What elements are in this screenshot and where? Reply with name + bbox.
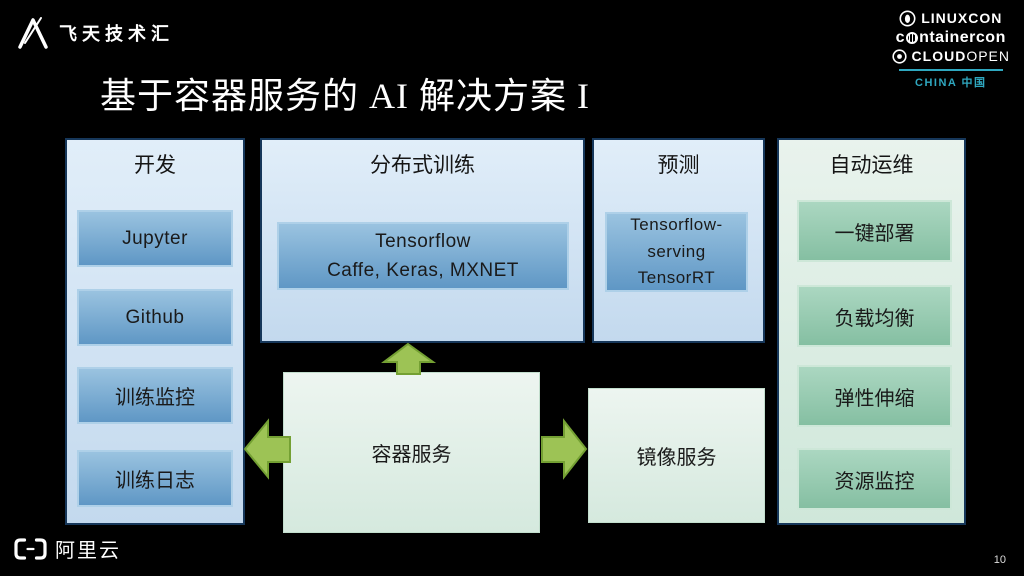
- cloudopen-bold: CLOUD: [911, 47, 967, 64]
- box-github: Github: [77, 289, 233, 346]
- panel-dev-header: 开发: [134, 153, 176, 177]
- panel-distributed-training-header: 分布式训练: [370, 153, 475, 177]
- box-registry-service: 镜像服务: [588, 388, 765, 523]
- container-icon: [906, 31, 919, 44]
- containercon-row: c ntainercon: [896, 28, 1006, 48]
- panel-predict-header: 预测: [657, 153, 700, 177]
- box-training-logs: 训练日志: [77, 450, 233, 507]
- linuxcon-label: LINUXCON: [921, 10, 1003, 26]
- cloudopen-row: CLOUDOPEN: [891, 48, 1010, 66]
- arrow-up-icon: [381, 342, 437, 375]
- cloudopen-light: OPEN: [966, 47, 1010, 64]
- box-serving: Tensorflow- serving TensorRT: [605, 212, 748, 292]
- box-load-balancing: 负载均衡: [797, 285, 952, 347]
- feitian-logo-icon: [18, 17, 48, 49]
- feitian-brand: 飞天技术汇: [16, 16, 174, 50]
- frameworks-line1: Tensorflow: [375, 230, 471, 252]
- cloudopen-label: CLOUDOPEN: [912, 48, 1010, 66]
- gear-icon: [891, 49, 907, 64]
- serving-line1: Tensorflow-: [630, 215, 723, 235]
- box-training-monitor: 训练监控: [77, 367, 233, 424]
- page-title: 基于容器服务的 AI 解决方案 I: [100, 76, 590, 116]
- box-one-click-deploy: 一键部署: [797, 200, 952, 262]
- event-divider: [898, 69, 1003, 71]
- box-container-service: 容器服务: [283, 372, 540, 533]
- serving-line3: TensorRT: [637, 268, 716, 288]
- box-frameworks: Tensorflow Caffe, Keras, MXNET: [277, 222, 569, 290]
- brand-text: 飞天技术汇: [59, 24, 174, 44]
- alibaba-cloud-brand: 阿里云: [14, 534, 121, 563]
- event-logos: LINUXCON c ntainercon CLOUDOPEN CHINA 中国: [891, 10, 1010, 90]
- containercon-prefix: c: [895, 28, 906, 46]
- frameworks-line2: Caffe, Keras, MXNET: [327, 260, 519, 281]
- page-number: 10: [993, 554, 1006, 566]
- alibaba-cloud-label: 阿里云: [55, 540, 121, 562]
- containercon-suffix: ntainercon: [919, 28, 1006, 46]
- box-resource-monitor: 资源监控: [797, 448, 952, 510]
- arrow-right-icon: [541, 418, 588, 480]
- box-jupyter: Jupyter: [77, 210, 233, 267]
- linuxcon-row: LINUXCON: [899, 10, 1002, 28]
- serving-line2: serving: [647, 241, 706, 261]
- box-auto-scaling: 弹性伸缩: [797, 365, 952, 427]
- penguin-icon: [899, 10, 916, 27]
- event-country: CHINA 中国: [915, 77, 987, 89]
- panel-ops-header: 自动运维: [829, 153, 914, 177]
- alibaba-cloud-icon: [14, 537, 47, 560]
